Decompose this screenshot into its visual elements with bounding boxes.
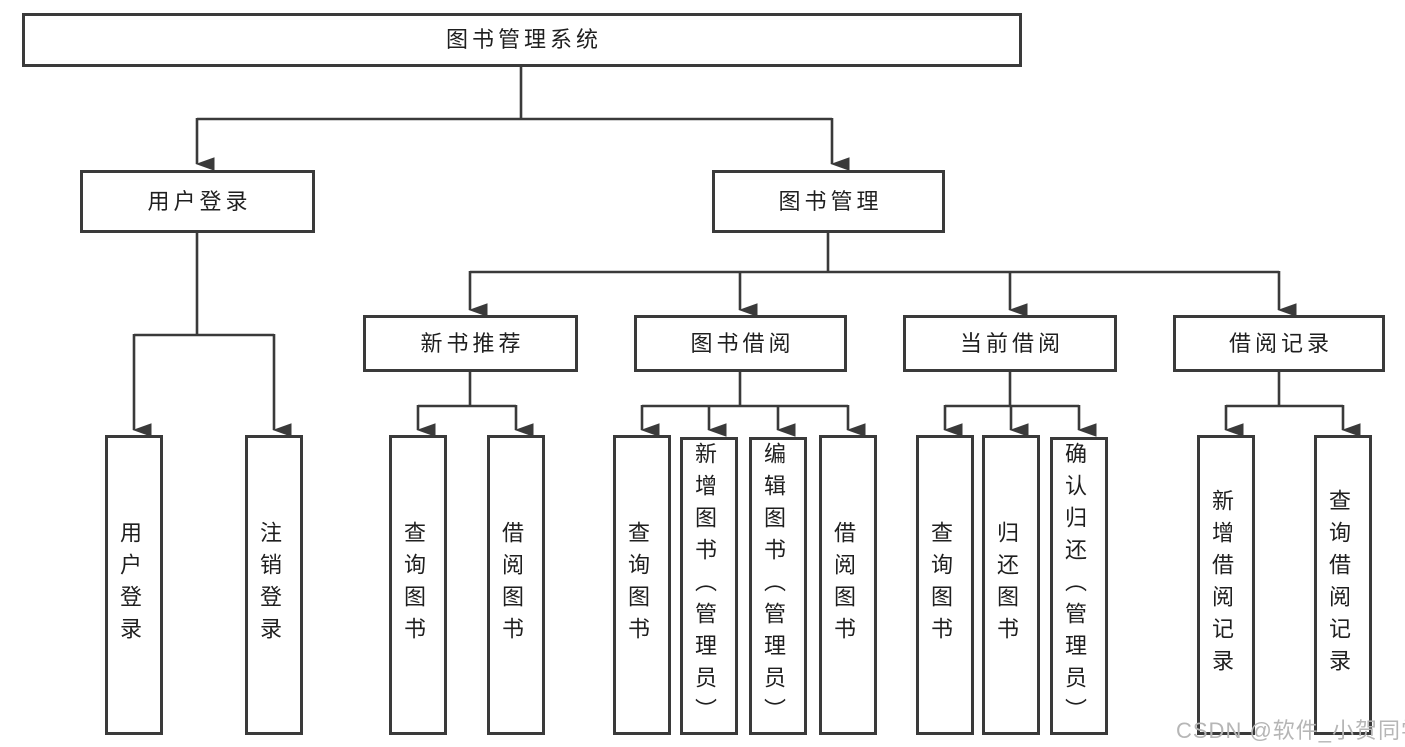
connector-current-borrow-children	[943, 372, 1097, 437]
node-user-login-label: 用户登录	[147, 188, 252, 214]
node-root-label: 图书管理系统	[445, 27, 602, 52]
connector-book-borrow-children	[640, 372, 866, 437]
leaf-query-books-3: 查询图书	[916, 435, 974, 735]
node-book-borrow: 图书借阅	[634, 315, 847, 372]
node-user-login: 用户登录	[80, 170, 315, 233]
leaf-borrow-books-2: 借阅图书	[819, 435, 877, 735]
node-borrow-records-label: 借阅记录	[1228, 330, 1333, 356]
leaf-logout: 注销登录	[245, 435, 303, 735]
leaf-query-books-3-label: 查询图书	[928, 521, 953, 649]
node-book-borrow-label: 图书借阅	[690, 330, 795, 356]
leaf-edit-book-admin-label: 编辑图书（管理员）	[761, 442, 786, 730]
leaf-borrow-books-1: 借阅图书	[487, 435, 545, 735]
leaf-confirm-return-admin-label: 确认归还（管理员）	[1062, 442, 1087, 730]
leaf-borrow-books-2-label: 借阅图书	[831, 521, 856, 649]
leaf-query-books-1: 查询图书	[389, 435, 447, 735]
leaf-query-borrow-record-label: 查询借阅记录	[1326, 489, 1351, 681]
node-book-mgmt-label: 图书管理	[778, 188, 883, 214]
connector-user-login-children	[132, 233, 292, 437]
node-book-mgmt: 图书管理	[712, 170, 945, 233]
connector-book-mgmt-children	[468, 233, 1297, 317]
leaf-add-book-admin: 新增图书（管理员）	[680, 437, 738, 735]
leaf-user-login-label: 用户登录	[117, 521, 142, 649]
leaf-logout-label: 注销登录	[257, 521, 282, 649]
connector-borrow-records-children	[1224, 372, 1361, 437]
node-new-book-rec: 新书推荐	[363, 315, 578, 372]
leaf-return-books: 归还图书	[982, 435, 1040, 735]
node-new-book-rec-label: 新书推荐	[420, 330, 525, 356]
node-borrow-records: 借阅记录	[1173, 315, 1385, 372]
node-root: 图书管理系统	[22, 13, 1022, 67]
leaf-query-books-2-label: 查询图书	[625, 521, 650, 649]
leaf-query-books-1-label: 查询图书	[401, 521, 426, 649]
connector-new-book-children	[416, 372, 534, 437]
leaf-return-books-label: 归还图书	[994, 521, 1019, 649]
node-current-borrow: 当前借阅	[903, 315, 1117, 372]
leaf-user-login: 用户登录	[105, 435, 163, 735]
leaf-query-borrow-record: 查询借阅记录	[1314, 435, 1372, 735]
leaf-add-borrow-record: 新增借阅记录	[1197, 435, 1255, 735]
node-current-borrow-label: 当前借阅	[959, 330, 1064, 356]
leaf-edit-book-admin: 编辑图书（管理员）	[749, 437, 807, 735]
connector-root-to-level1	[195, 67, 850, 171]
leaf-borrow-books-1-label: 借阅图书	[499, 521, 524, 649]
leaf-add-book-admin-label: 新增图书（管理员）	[692, 442, 717, 730]
leaf-confirm-return-admin: 确认归还（管理员）	[1050, 437, 1108, 735]
csdn-watermark: CSDN @软件_小贺同学	[1176, 718, 1405, 743]
leaf-add-borrow-record-label: 新增借阅记录	[1209, 489, 1234, 681]
leaf-query-books-2: 查询图书	[613, 435, 671, 735]
